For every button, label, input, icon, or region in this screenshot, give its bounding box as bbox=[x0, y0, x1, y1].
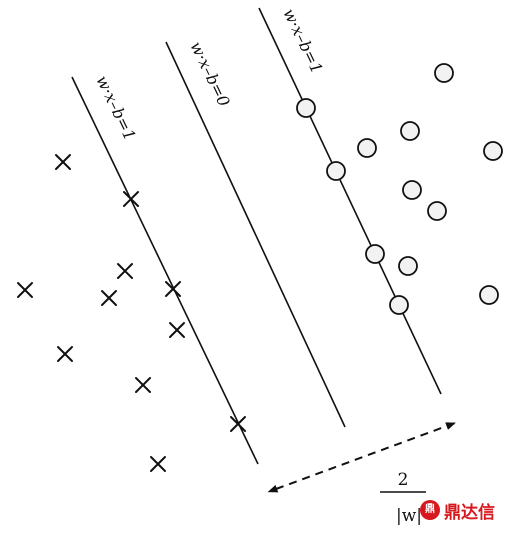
cross-marker bbox=[150, 456, 166, 472]
cross-marker bbox=[169, 322, 185, 338]
circle-marker bbox=[434, 63, 454, 83]
cross-marker bbox=[17, 282, 33, 298]
circle-marker bbox=[400, 121, 420, 141]
circle-marker bbox=[357, 138, 377, 158]
decision-boundary-line bbox=[165, 41, 346, 428]
circle-marker bbox=[483, 141, 503, 161]
upper-margin-line bbox=[258, 7, 442, 395]
cross-marker bbox=[117, 263, 133, 279]
cross-marker bbox=[230, 416, 246, 432]
circle-marker bbox=[398, 256, 418, 276]
cross-marker bbox=[165, 281, 181, 297]
cross-marker bbox=[55, 154, 71, 170]
circle-marker bbox=[479, 285, 499, 305]
margin-width-denominator: |w| bbox=[396, 506, 422, 526]
cross-marker bbox=[123, 191, 139, 207]
circle-marker bbox=[296, 98, 316, 118]
circle-markers bbox=[296, 63, 503, 315]
decision-boundary-label: w·x–b=0 bbox=[186, 38, 233, 109]
margin-width-numerator: 2 bbox=[398, 470, 409, 490]
circle-marker bbox=[389, 295, 409, 315]
cross-marker bbox=[57, 346, 73, 362]
cross-marker bbox=[101, 290, 117, 306]
circle-marker bbox=[365, 244, 385, 264]
circle-marker bbox=[427, 201, 447, 221]
lower-margin-line bbox=[71, 76, 259, 465]
cross-marker bbox=[135, 377, 151, 393]
circle-marker bbox=[402, 180, 422, 200]
margin-width-arrow bbox=[267, 422, 456, 493]
cross-markers bbox=[17, 154, 246, 472]
circle-marker bbox=[326, 161, 346, 181]
